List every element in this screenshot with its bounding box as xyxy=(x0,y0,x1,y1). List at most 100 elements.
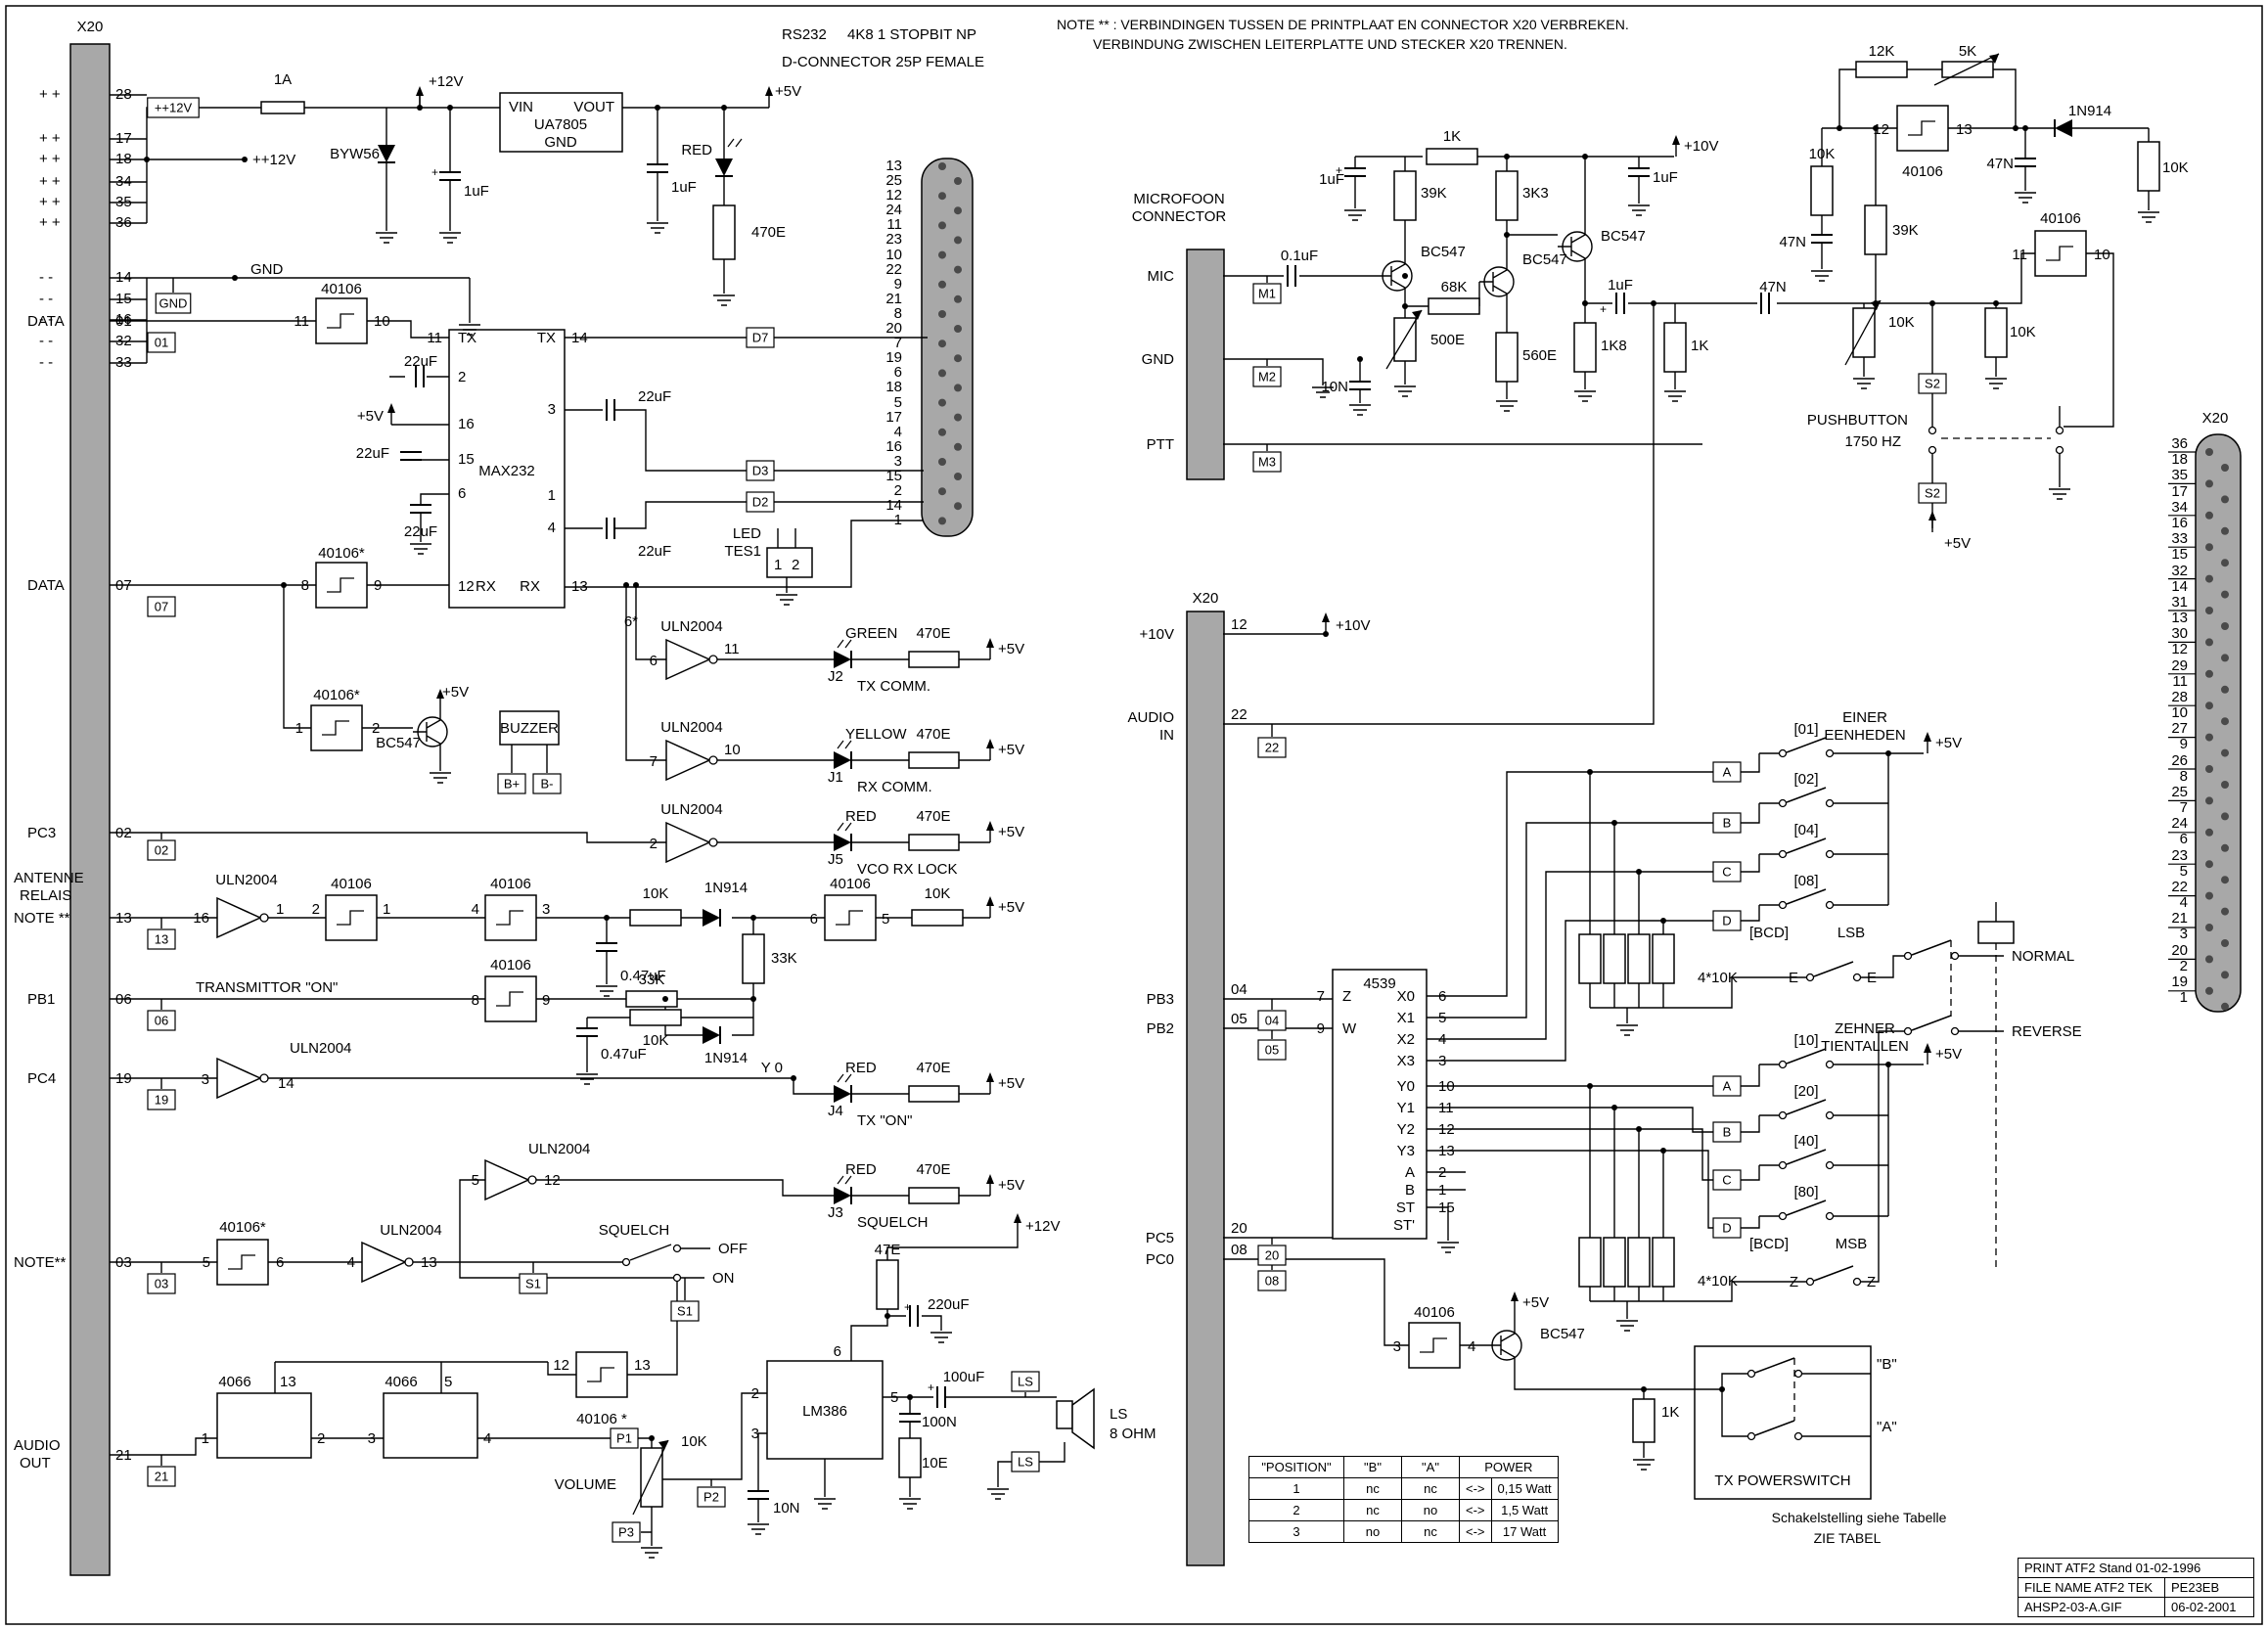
signal-tag-box xyxy=(1712,1121,1742,1143)
schematic-label: +5V xyxy=(442,684,469,701)
switch-contact xyxy=(1928,445,1937,455)
schematic-label: 4 xyxy=(548,520,556,536)
signal-tag: D2 xyxy=(752,495,769,510)
schematic-label: +5V xyxy=(998,1075,1024,1092)
hysteresis-icon xyxy=(836,910,863,926)
buzzer xyxy=(499,710,560,746)
connector-pin xyxy=(954,236,962,245)
ground-icon xyxy=(641,1547,662,1559)
signal-tag: S2 xyxy=(1925,486,1940,501)
schematic-label: 560E xyxy=(1522,347,1557,364)
schematic-label: TRANSMITTOR "ON" xyxy=(196,979,338,996)
supply-arrowhead xyxy=(986,896,994,906)
switch-pivot xyxy=(1778,748,1788,758)
schematic-label: 5K xyxy=(1959,43,1976,60)
speaker-cone xyxy=(1071,1387,1095,1450)
ground-icon xyxy=(1985,378,2007,389)
ic-4066-a xyxy=(216,1392,312,1459)
switch-contact xyxy=(1825,748,1835,758)
ground-icon xyxy=(1633,1459,1655,1471)
signal-tag-box xyxy=(1257,737,1287,758)
junction-dot xyxy=(1402,273,1408,279)
schematic-label: 35 xyxy=(115,194,132,210)
d-connector-25p-body xyxy=(921,158,974,537)
schmitt-40106 xyxy=(325,894,378,941)
hysteresis-icon xyxy=(337,910,364,926)
schematic-label: 4066 xyxy=(218,1374,250,1390)
signal-tag: D xyxy=(1722,914,1731,928)
schematic-label: 28 xyxy=(2171,689,2188,705)
capacitor xyxy=(1811,234,1833,244)
schmitt-40106 xyxy=(216,1239,269,1286)
switch-contact xyxy=(672,1273,682,1283)
schematic-label: 22uF xyxy=(638,543,671,560)
schematic-label: 4 xyxy=(483,1430,491,1447)
connector-pin xyxy=(954,325,962,333)
supply-arrowhead xyxy=(1672,135,1680,145)
junction-dot xyxy=(649,1435,655,1441)
junction-dot xyxy=(721,105,727,111)
schematic-label: 6 xyxy=(1438,988,1446,1005)
schematic-label: UA7805 xyxy=(534,116,587,133)
signal-tag-box xyxy=(147,596,176,617)
signal-tag-box xyxy=(532,773,562,794)
capacitor xyxy=(576,1027,598,1037)
title-block-filename: FILE NAME ATF2 TEK xyxy=(2019,1578,2165,1597)
led-rays-icon xyxy=(837,1175,852,1185)
connector-pin xyxy=(938,310,946,318)
schematic-label: 5 xyxy=(894,394,902,411)
trimmer-arrowhead xyxy=(658,1440,668,1450)
ground-icon xyxy=(713,294,735,306)
schematic-label: 27 xyxy=(2171,720,2188,737)
switch-pivot xyxy=(1903,1026,1913,1036)
connector-pin xyxy=(954,206,962,215)
connector-x20-left-bar xyxy=(69,43,111,1576)
schematic-label: +5V xyxy=(1944,535,1971,552)
switch-pivot xyxy=(1805,1277,1815,1287)
schematic-label: 2 xyxy=(1438,1164,1446,1181)
schematic-label: 14 xyxy=(885,497,902,514)
junction-dot xyxy=(750,996,756,1002)
ground-icon xyxy=(439,232,461,244)
supply-arrowhead xyxy=(986,1072,994,1082)
speaker-icon xyxy=(1056,1387,1095,1450)
schematic-label: 100uF xyxy=(943,1369,985,1385)
ground-icon xyxy=(647,222,668,234)
signal-tag: ++12V xyxy=(155,101,193,115)
schematic-label: 40106* xyxy=(313,687,360,703)
schematic-label: 01 xyxy=(115,313,132,330)
schematic-label: X2 xyxy=(1397,1031,1415,1048)
connector-pin xyxy=(954,354,962,363)
supply-arrowhead xyxy=(1924,732,1931,742)
schematic-label: 29 xyxy=(2171,657,2188,674)
schematic-label: RED xyxy=(845,808,877,825)
schematic-label: 04 xyxy=(1231,981,1247,998)
schematic-label: 39K xyxy=(1421,185,1447,202)
schematic-label: 11 xyxy=(2172,673,2188,690)
power-table-cell: 1,5 Watt xyxy=(1490,1499,1559,1521)
inverter-triangle xyxy=(361,1241,407,1284)
schematic-label: [01] xyxy=(1793,721,1818,738)
schematic-label: BC547 xyxy=(376,735,421,751)
schematic-label: 10 xyxy=(374,313,390,330)
capacitor xyxy=(1287,265,1296,287)
schematic-label: 1uF xyxy=(464,183,489,200)
junction-dot xyxy=(1929,300,1935,306)
schematic-label: 22uF xyxy=(638,388,671,405)
resistor xyxy=(908,1187,960,1204)
schematic-label: 4 xyxy=(2180,894,2188,911)
schematic-label: ON xyxy=(712,1270,735,1287)
power-table-cell: <-> xyxy=(1459,1499,1492,1521)
schematic-label: 13 xyxy=(115,910,132,927)
schematic-label: 3 xyxy=(894,453,902,470)
signal-tag: P2 xyxy=(703,1490,719,1505)
signal-tag: 03 xyxy=(155,1277,168,1291)
transistor-leads xyxy=(413,710,441,753)
schematic-label: 8 OHM xyxy=(1110,1426,1157,1442)
schematic-label: 22 xyxy=(1231,706,1247,723)
schematic-label: +5V xyxy=(775,83,801,100)
schematic-label: 7 xyxy=(650,753,658,770)
schematic-label: 1 xyxy=(1438,1182,1446,1199)
schematic-label: 6 xyxy=(650,653,658,669)
